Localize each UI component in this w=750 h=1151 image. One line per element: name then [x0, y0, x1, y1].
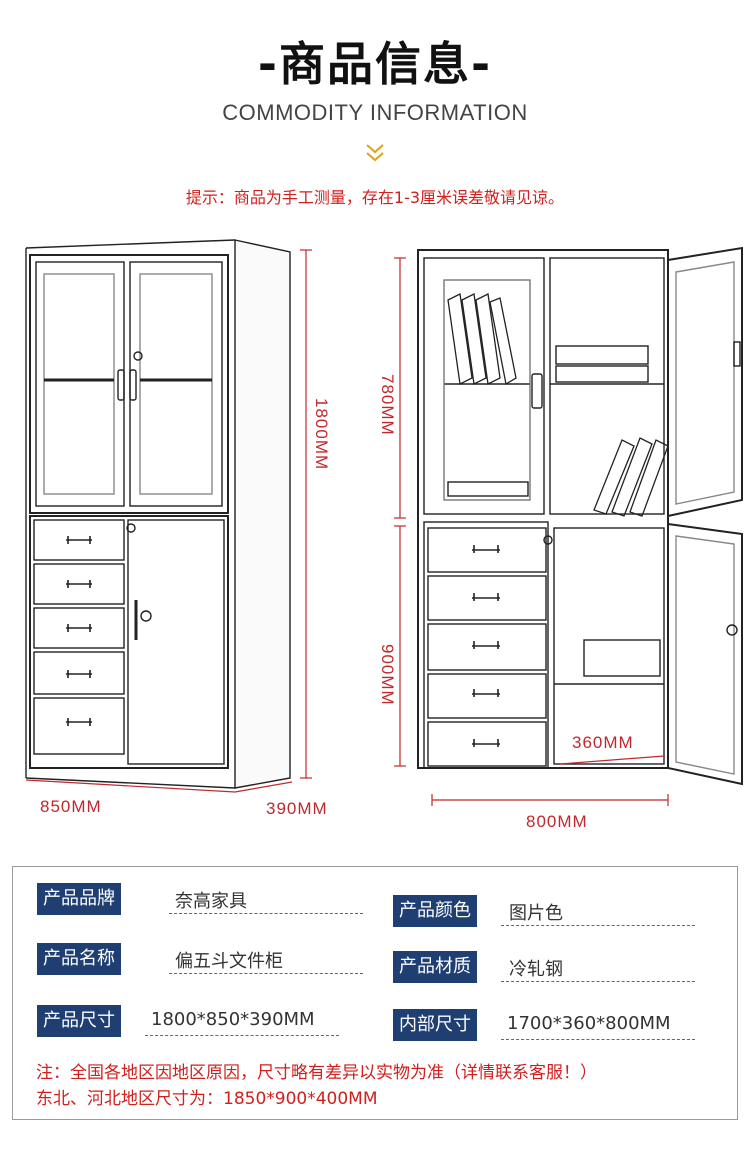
- spec-label: 产品尺寸: [37, 1005, 121, 1037]
- cabinet-illustration: 1800MM 850MM 390MM 780MM 900MM 800MM 360…: [25, 239, 743, 831]
- regional-size-note: 东北、河北地区尺寸为：1850*900*400MM: [36, 1089, 378, 1109]
- spec-label: 产品名称: [37, 943, 121, 975]
- spec-value: 奈高家具: [175, 891, 247, 912]
- width-dimension-label: 850MM: [40, 797, 102, 816]
- height-dimension-label: 1800MM: [312, 398, 331, 470]
- upper-height-dimension-label: 780MM: [378, 374, 397, 436]
- lower-height-dimension-label: 900MM: [378, 644, 397, 706]
- key-lock-icon: [126, 523, 152, 640]
- spec-panel: 产品品牌 奈高家具 产品颜色 图片色 产品名称 偏五斗文件柜 产品材质 冷轧钢 …: [12, 866, 738, 1120]
- depth-dimension-label: 390MM: [266, 799, 328, 818]
- chevron-down-icon: [366, 144, 384, 162]
- spec-label: 内部尺寸: [393, 1009, 477, 1041]
- measurement-notice: 提示：商品为手工测量，存在1-3厘米误差敬请见谅。: [185, 188, 565, 207]
- spec-label: 产品颜色: [393, 895, 477, 927]
- spec-value: 1800*850*390MM: [151, 1009, 315, 1030]
- inner-depth-dimension-label: 360MM: [572, 733, 634, 752]
- spec-value: 图片色: [509, 903, 563, 924]
- spec-value: 1700*360*800MM: [507, 1013, 671, 1034]
- page-title: -商品信息-: [257, 37, 493, 91]
- inner-width-dimension-label: 800MM: [526, 812, 588, 831]
- page-subtitle: COMMODITY INFORMATION: [222, 100, 528, 125]
- spec-value: 冷轧钢: [509, 959, 563, 980]
- disclaimer-note: 注：全国各地区因地区原因，尺寸略有差异以实物为准（详情联系客服！）: [36, 1063, 597, 1083]
- spec-label: 产品材质: [393, 951, 477, 983]
- spec-label: 产品品牌: [37, 883, 121, 915]
- open-cabinet-drawing: [417, 246, 743, 786]
- spec-value: 偏五斗文件柜: [175, 951, 283, 972]
- closed-cabinet-drawing: [25, 239, 291, 789]
- drawer-handle-icon: [66, 536, 92, 726]
